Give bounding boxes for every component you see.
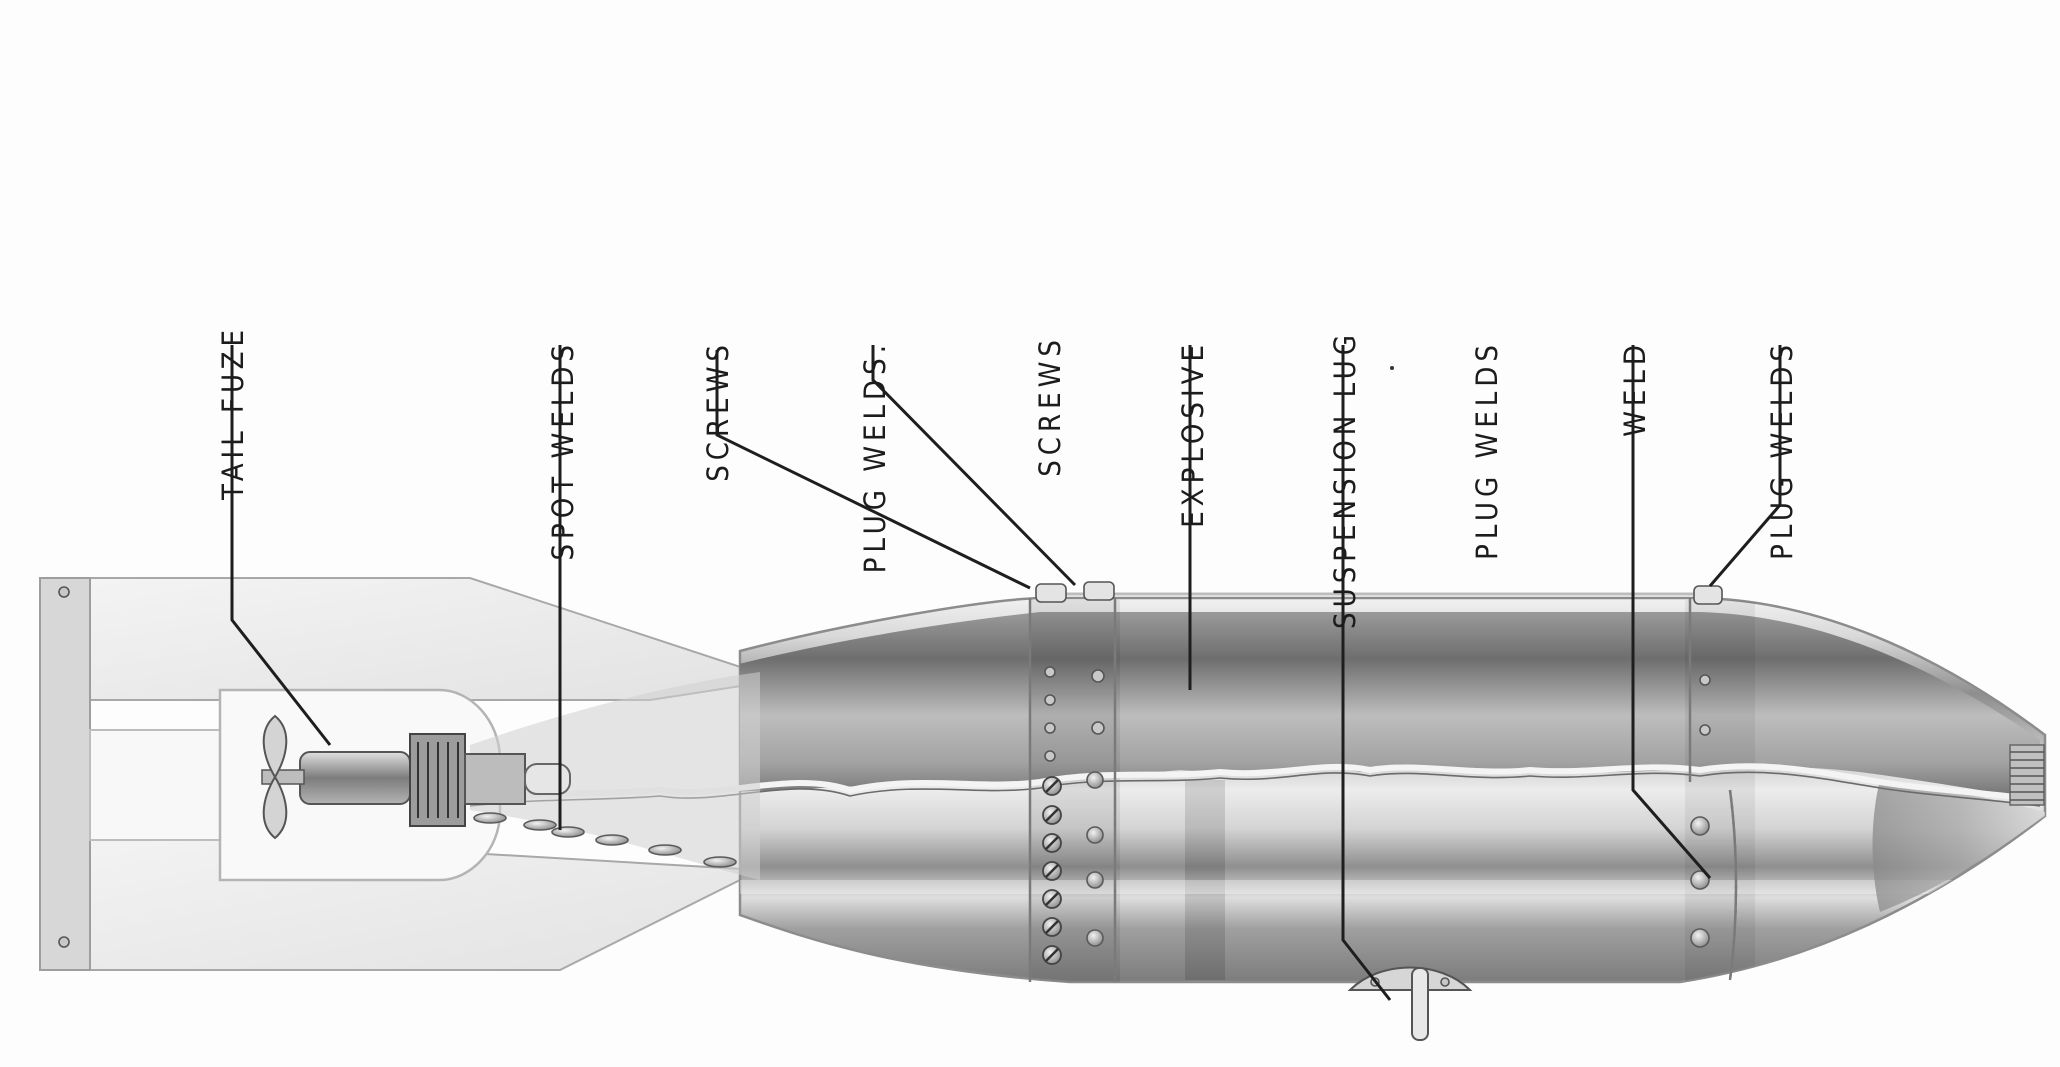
plug-weld-hole (1091, 669, 1105, 683)
leader-weld (1631, 345, 1712, 879)
mid-band (1185, 780, 1225, 980)
leader-tail-fuze (230, 345, 332, 746)
plug-weld-hole (1699, 674, 1711, 686)
leader-plug-welds-3 (1708, 345, 1782, 587)
fin-mount-hole (58, 586, 70, 598)
leader-lines (230, 345, 1782, 1001)
plug-weld-hole (1044, 722, 1056, 734)
fin-strut (89, 729, 221, 841)
rivet (1086, 771, 1104, 789)
label-suspension-lug: SUSPENSION LUG (1328, 330, 1362, 629)
label-plug-welds-2: PLUG WELDS (1470, 340, 1504, 560)
plug-weld-cap (1083, 581, 1115, 601)
plug-weld-hole (1044, 694, 1056, 706)
rivet (1690, 870, 1710, 890)
label-screws-1: SCREWS (701, 340, 735, 482)
leader-suspension-lug (1341, 345, 1392, 1001)
rivet (1086, 871, 1104, 889)
leader-plug-welds-1 (871, 345, 1077, 587)
label-explosive: EXPLOSIVE (1176, 340, 1210, 528)
explosive-charge (740, 612, 2040, 800)
fin-mount-hole (58, 936, 70, 948)
rivet (1086, 826, 1104, 844)
spot-weld (595, 834, 629, 846)
leader-screws-1 (715, 350, 1031, 590)
spot-weld (523, 819, 557, 831)
rivet (1690, 816, 1710, 836)
plug-weld-cap (1035, 583, 1067, 603)
spot-weld-row (473, 812, 737, 868)
tail-fin-box-frame (39, 577, 91, 971)
screw-column (1042, 776, 1062, 965)
stray-dot (1390, 366, 1394, 370)
nose-fuze-threads (2009, 744, 2045, 806)
tail-fuze-threads (417, 742, 459, 818)
tail-fuze-body (299, 751, 411, 805)
propeller-icon (262, 714, 288, 840)
label-plug-welds-1: PLUG WELDS. (858, 340, 892, 573)
plug-weld-hole (1044, 666, 1056, 678)
label-screws-2: SCREWS (1033, 335, 1067, 477)
spot-weld (473, 812, 507, 824)
rivet (1086, 929, 1104, 947)
nose-cone (1872, 780, 2045, 912)
callout-labels: TAIL FUZE SPOT WELDS SCREWS PLUG WELDS. … (216, 325, 1799, 629)
spot-weld (551, 826, 585, 838)
label-plug-welds-3: PLUG WELDS (1765, 340, 1799, 560)
suspension-lug (1347, 966, 1473, 1041)
label-weld: WELD (1618, 340, 1652, 437)
spot-weld (648, 844, 682, 856)
rivet (1690, 928, 1710, 948)
tail-fuze-arming-stem (524, 763, 571, 795)
weld-seam-bead (1728, 789, 1738, 981)
tail-fin-upper (38, 577, 781, 701)
plug-weld-hole (1091, 721, 1105, 735)
tail-fuze-adapter (464, 753, 526, 805)
tail-fuze-assembly (261, 672, 760, 880)
label-spot-welds: SPOT WELDS (546, 340, 580, 561)
plug-weld-hole (1044, 750, 1056, 762)
forward-band (1685, 600, 1755, 982)
spot-weld (703, 856, 737, 868)
plug-weld-hole (1699, 724, 1711, 736)
tail-cone-shell (470, 672, 760, 880)
body-highlight (740, 880, 2020, 894)
plug-weld-cap (1693, 585, 1723, 605)
label-tail-fuze: TAIL FUZE (216, 325, 250, 501)
tail-fuze-shaft (261, 769, 305, 785)
